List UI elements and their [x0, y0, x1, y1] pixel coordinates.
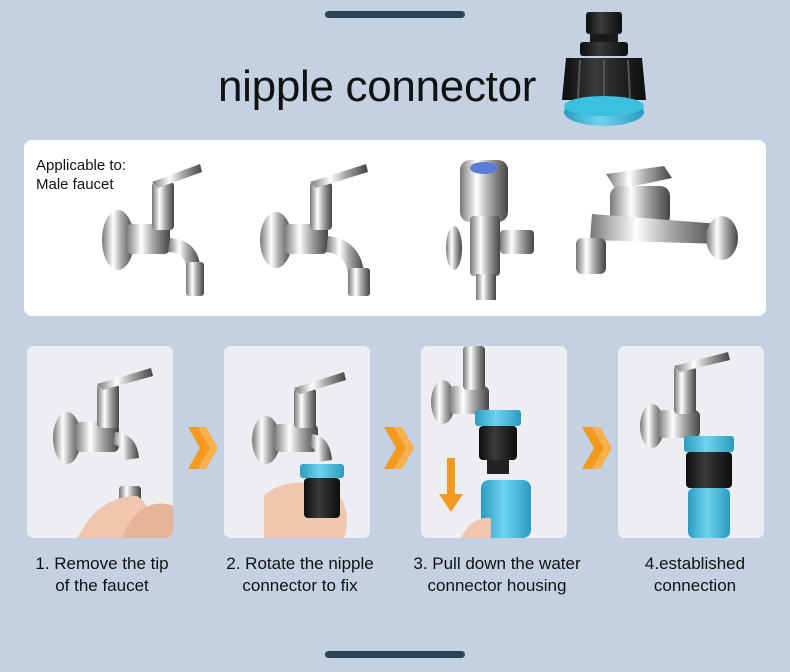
step-2-line1: 2. Rotate the nipple: [226, 554, 374, 573]
applicable-line1: Applicable to:: [36, 157, 127, 174]
step-4-line2: connection: [653, 576, 737, 595]
step-3-caption: 3. Pull down the water connector housing: [407, 553, 587, 597]
step-3-line1: 3. Pull down the water: [413, 554, 581, 573]
step-4-line1: 4.established: [644, 554, 746, 573]
step-1-caption: 1. Remove the tip of the faucet: [14, 553, 190, 597]
page-title: nipple connector: [218, 62, 537, 111]
step-2-caption: 2. Rotate the nipple connector to fix: [212, 553, 388, 597]
step-4-caption: 4.established connection: [612, 553, 778, 597]
step-1-photo: [27, 346, 173, 538]
nipple-connector-icon: [562, 12, 646, 126]
step-2-line2: connector to fix: [242, 576, 358, 595]
mixer-faucet-icon: [576, 166, 738, 274]
chevron-right-icon: [384, 427, 414, 469]
top-decor-bar: [325, 11, 465, 18]
applicable-faucets-panel: Applicable to: Male faucet: [24, 140, 766, 316]
step-3-line2: connector housing: [427, 576, 567, 595]
step-1-line2: of the faucet: [55, 576, 149, 595]
chevron-right-icon: [188, 427, 218, 469]
chevron-right-icon: [582, 427, 612, 469]
step-3-photo: [421, 346, 567, 538]
bottom-decor-bar: [325, 651, 465, 658]
applicable-line2: Male faucet: [36, 176, 114, 193]
step-2-photo: [224, 346, 370, 538]
wall-faucet-icon: [260, 164, 370, 296]
step-4-photo: [618, 346, 764, 538]
wall-faucet-icon: [102, 164, 204, 296]
angle-valve-icon: [446, 160, 534, 300]
applicable-label: Applicable to: Male faucet: [36, 156, 126, 194]
step-1-line1: 1. Remove the tip: [35, 554, 169, 573]
